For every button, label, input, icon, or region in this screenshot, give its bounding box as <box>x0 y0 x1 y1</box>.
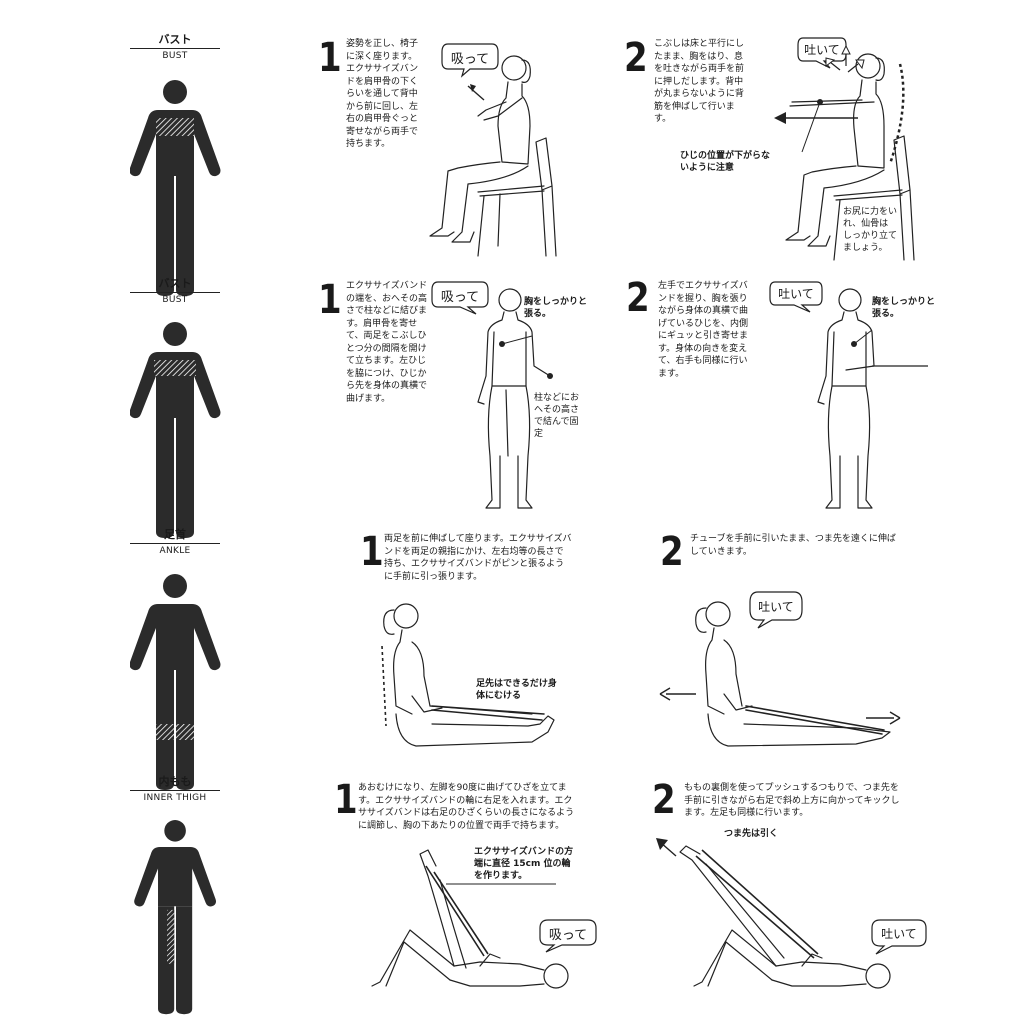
illustration-seated-band-behind <box>429 55 557 257</box>
step-text: あおむけになり、左脚を90度に曲げてひざを立てます。エクササイズバンドの輪に右足… <box>358 783 575 831</box>
step-number: 2 <box>660 529 684 575</box>
divider <box>130 790 220 791</box>
body-figure-bust-1 <box>130 80 221 296</box>
bubble-text: 吐いて <box>804 43 840 57</box>
body-figure-ankle <box>130 574 221 790</box>
illustration-seated-point-toes <box>659 601 901 747</box>
illustration-supine-kick <box>656 838 891 989</box>
speech-bubble-inhale: 吸って <box>440 42 500 78</box>
step-text: 両足を前に伸ばして座ります。エクササイズバンドを両足の親指にかけ、左右均等の長さ… <box>384 534 572 582</box>
illustration-seated-ankle-flex <box>381 603 555 747</box>
bubble-text: 吐いて <box>758 600 794 614</box>
section-title-jp: バスト <box>158 33 192 46</box>
section-title-en: BUST <box>162 51 188 61</box>
speech-bubble-exhale: 吐いて <box>768 280 824 314</box>
section-title-en: INNER THIGH <box>143 793 207 803</box>
speech-bubble-inhale: 吸って <box>430 280 490 316</box>
note-chest: 胸をしっかりと張る。 <box>872 297 936 319</box>
section-title-jp: バスト <box>158 277 192 290</box>
illustration-standing-band-side <box>477 288 553 509</box>
section-label-bust-1: バスト BUST <box>130 33 220 62</box>
note-toes: 足先はできるだけ身体にむける <box>476 679 557 701</box>
bubble-text: 吐いて <box>778 287 814 301</box>
speech-bubble-exhale: 吐いて <box>870 918 928 956</box>
section-label-ankle: 足首 ANKLE <box>130 528 220 557</box>
note-tie: 柱などにおへその高さで結んで固定 <box>534 393 580 439</box>
bubble-text: 吐いて <box>881 927 917 941</box>
note-sacrum: お尻に力をいれ、仙骨はしっかり立てましょう。 <box>843 207 898 253</box>
step-number: 1 <box>318 277 342 323</box>
step-text: 姿勢を正し、椅子に深く座ります。エクササイズバンドを肩甲骨の下くらいを通して背中… <box>346 39 419 149</box>
note-chest: 胸をしっかりと張る。 <box>524 297 588 319</box>
section-label-bust-2: バスト BUST <box>130 277 220 306</box>
step-number: 2 <box>652 777 676 823</box>
step-text: エクササイズバンドの端を、おへその高さで柱などに結びます。肩甲骨を寄せて、両足を… <box>346 281 428 404</box>
note-loop: エクササイズバンドの方端に直径 15cm 位の輪を作ります。 <box>474 847 574 881</box>
bubble-text: 吸って <box>450 52 490 67</box>
note-pull-toes: つま先は引く <box>724 829 779 839</box>
step-number: 1 <box>360 529 384 575</box>
illustration-supine-band-loop <box>371 849 569 989</box>
step-number: 1 <box>318 35 342 81</box>
step-number: 2 <box>626 275 650 321</box>
divider <box>130 292 220 293</box>
section-title-jp: 足首 <box>164 528 186 541</box>
illustration-seated-press-forward <box>774 44 915 261</box>
illustration-standing-pull-in <box>817 288 928 509</box>
speech-bubble-inhale: 吸って <box>538 918 598 954</box>
section-title-en: BUST <box>162 295 188 305</box>
note-elbow: ひじの位置が下がらないように注意 <box>680 151 771 173</box>
divider <box>130 48 220 49</box>
speech-bubble-exhale: 吐いて <box>748 590 804 630</box>
step-text: チューブを手前に引いたまま、つま先を遠くに伸ばしていきます。 <box>690 534 896 557</box>
step-text: ももの裏側を使ってプッシュするつもりで、つま先を手前に引きながら右足で斜め上方に… <box>684 783 900 818</box>
bubble-text: 吸って <box>440 290 480 305</box>
section-title-jp: 内もも <box>158 775 192 788</box>
divider <box>130 543 220 544</box>
body-figure-inner-thigh <box>134 820 217 1015</box>
body-figure-bust-2 <box>130 322 221 538</box>
section-title-en: ANKLE <box>159 546 191 556</box>
step-text: 左手でエクササイズバンドを握り、胸を張りながら身体の真横で曲げているひじを、内側… <box>658 281 749 379</box>
step-number: 1 <box>334 777 358 823</box>
section-label-inner-thigh: 内もも INNER THIGH <box>130 775 220 804</box>
step-text: こぶしは床と平行にしたまま、胸をはり、息を吐きながら両手を前に押しだします。背中… <box>654 39 745 124</box>
bubble-text: 吸って <box>548 928 588 943</box>
step-number: 2 <box>624 35 648 81</box>
